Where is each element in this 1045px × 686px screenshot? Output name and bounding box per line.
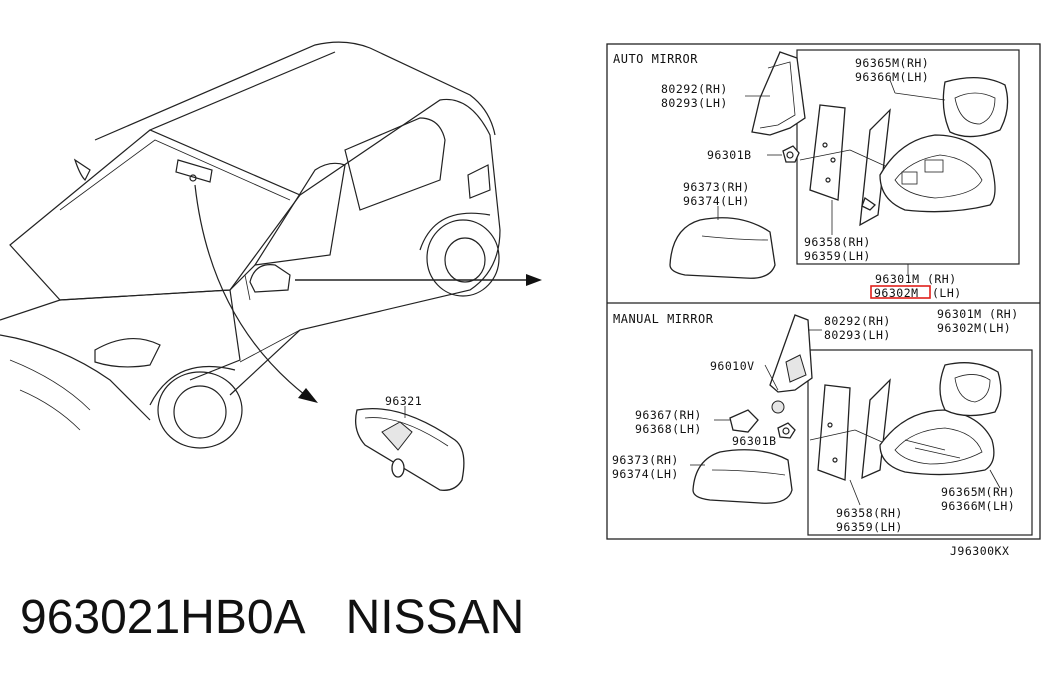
brand-name: NISSAN — [345, 591, 525, 644]
manual-cover-rh-label: 96373(RH) — [612, 453, 679, 467]
auto-actuator-rh-label: 96358(RH) — [804, 235, 871, 249]
inside-mirror-arrow — [194, 184, 318, 403]
highlighted-part-box — [870, 285, 931, 299]
auto-bracket-lh-label: 80293(LH) — [661, 96, 728, 110]
manual-bracket-rh-label: 80292(RH) — [824, 314, 891, 328]
manual-glass-box — [807, 349, 1033, 536]
manual-screw-shape — [777, 422, 796, 439]
manual-cover-shape — [692, 449, 793, 504]
auto-bracket-rh-label: 80292(RH) — [661, 82, 728, 96]
inside-rear-view-mirror: 96321 — [354, 394, 465, 491]
auto-actuator-lh-label: 96359(LH) — [804, 249, 871, 263]
manual-glass-rh-label: 96365M(RH) — [941, 485, 1015, 499]
auto-screw-label: 96301B — [707, 148, 752, 162]
manual-cover-lh-label: 96374(LH) — [612, 467, 679, 481]
manual-knob-rh-label: 96367(RH) — [635, 408, 702, 422]
manual-knob-shape — [729, 409, 759, 433]
diagram-code: J96300KX — [950, 544, 1009, 558]
manual-actuator-lh-label: 96359(LH) — [836, 520, 903, 534]
manual-actuator-rh-label: 96358(RH) — [836, 506, 903, 520]
auto-actuator-plate — [809, 104, 846, 201]
parts-frame — [606, 43, 1041, 540]
auto-cover-lh-label: 96374(LH) — [683, 194, 750, 208]
manual-glass-shape — [939, 362, 1002, 417]
highlighted-part-label: 96302M — [874, 286, 919, 300]
auto-glass-rh-label: 96365M(RH) — [855, 56, 929, 70]
manual-actuator-plate — [817, 384, 851, 481]
auto-glass-shape — [942, 77, 1009, 138]
manual-assy-rh-label: 96301M (RH) — [937, 307, 1019, 321]
manual-mirror-section: MANUAL MIRROR 80292(R — [612, 307, 1033, 536]
auto-cover-shape — [669, 217, 776, 279]
manual-lever-label: 96010V — [710, 359, 755, 373]
car-illustration — [0, 41, 501, 449]
auto-cover-rh-label: 96373(RH) — [683, 180, 750, 194]
side-mirror-arrow — [295, 274, 542, 286]
manual-housing-shape — [879, 409, 995, 476]
inside-mirror-label: 96321 — [385, 394, 422, 408]
auto-assy-lh-side-label: (LH) — [932, 286, 962, 300]
auto-glass-lh-label: 96366M(LH) — [855, 70, 929, 84]
manual-mirror-title: MANUAL MIRROR — [613, 312, 714, 326]
manual-screw-label: 96301B — [732, 434, 777, 448]
manual-knob-lh-label: 96368(LH) — [635, 422, 702, 436]
manual-glass-lh-label: 96366M(LH) — [941, 499, 1015, 513]
auto-bracket-shape — [751, 51, 806, 136]
auto-mirror-section: AUTO MIRROR — [613, 49, 1020, 300]
manual-assy-lh-label: 96302M(LH) — [937, 321, 1011, 335]
caption: 963021HB0A NISSAN — [20, 594, 524, 642]
part-number: 963021HB0A — [20, 591, 306, 644]
auto-mirror-title: AUTO MIRROR — [613, 52, 698, 66]
manual-bracket-lh-label: 80293(LH) — [824, 328, 891, 342]
auto-assy-rh-label: 96301M (RH) — [875, 272, 957, 286]
auto-screw-shape — [767, 145, 800, 163]
